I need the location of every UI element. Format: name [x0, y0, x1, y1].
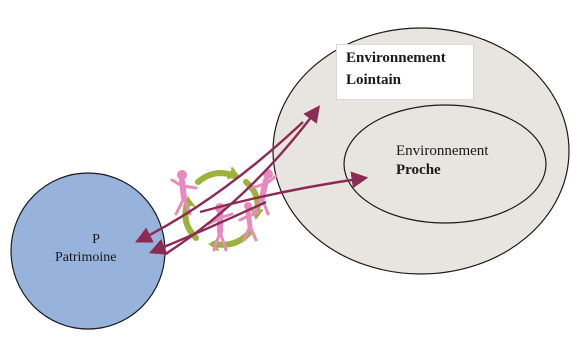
arrow-to-near-environment: [199, 171, 369, 214]
heritage-letter: P: [92, 232, 100, 247]
arrow-to-far-environment: [163, 105, 320, 257]
arrow-near-to-heritage: [148, 200, 267, 255]
heritage-label: Patrimoine: [55, 250, 117, 265]
far-environment-subtitle: Lointain: [346, 72, 402, 88]
far-environment-label-box: [336, 44, 474, 100]
far-environment-title: Environnement: [346, 50, 446, 66]
near-environment-title: Environnement: [396, 143, 489, 159]
near-environment-subtitle: Proche: [396, 162, 441, 178]
arrows: [134, 105, 369, 257]
near-environment-ellipse: [343, 104, 547, 224]
arrow-far-to-heritage: [134, 121, 304, 243]
